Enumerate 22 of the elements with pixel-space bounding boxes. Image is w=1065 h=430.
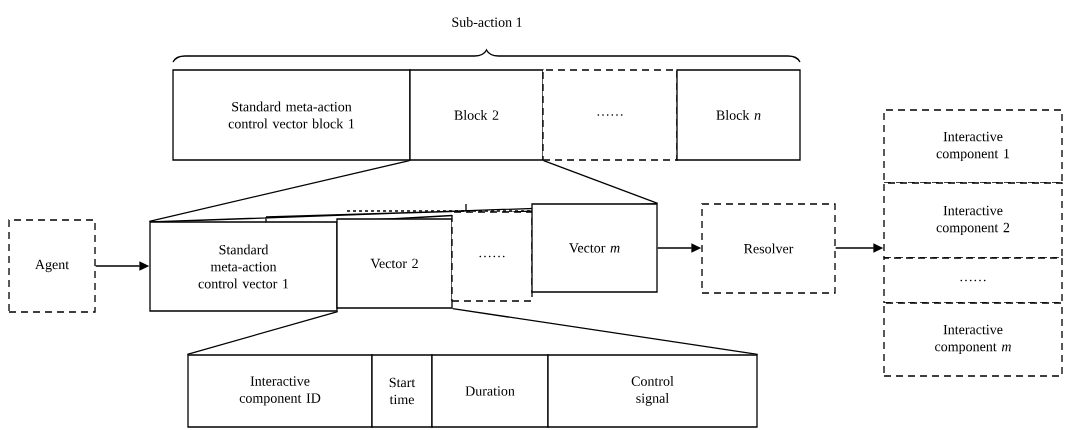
component-box: Interactive component 1 <box>883 109 1063 184</box>
block-box: Standard meta-action control vector block 1 <box>172 69 411 161</box>
expansion-line <box>148 160 410 222</box>
component-box: Interactive component m <box>883 302 1063 377</box>
component-box: …… <box>883 257 1063 304</box>
component-box: Interactive component 2 <box>883 182 1063 259</box>
vector-box: …… <box>451 211 533 302</box>
vector-box: Standard meta-action control vector 1 <box>149 221 338 312</box>
field-cell: Duration <box>431 354 549 428</box>
block-box: Block 2 <box>409 69 544 161</box>
resolver-box: Resolver <box>701 203 836 294</box>
label: Sub-action 1 <box>452 17 522 27</box>
expansion-line <box>186 311 339 355</box>
vector-box: Vector 2 <box>336 218 453 309</box>
block-box: Block n <box>676 69 801 161</box>
vector-box: Vector m <box>531 203 658 293</box>
expansion-line <box>452 308 759 355</box>
field-cell: Control signal <box>547 354 758 428</box>
block-box: …… <box>542 69 678 161</box>
expansion-line <box>543 160 659 204</box>
agent-box: Agent <box>8 219 96 313</box>
field-cell: Start time <box>371 354 433 428</box>
